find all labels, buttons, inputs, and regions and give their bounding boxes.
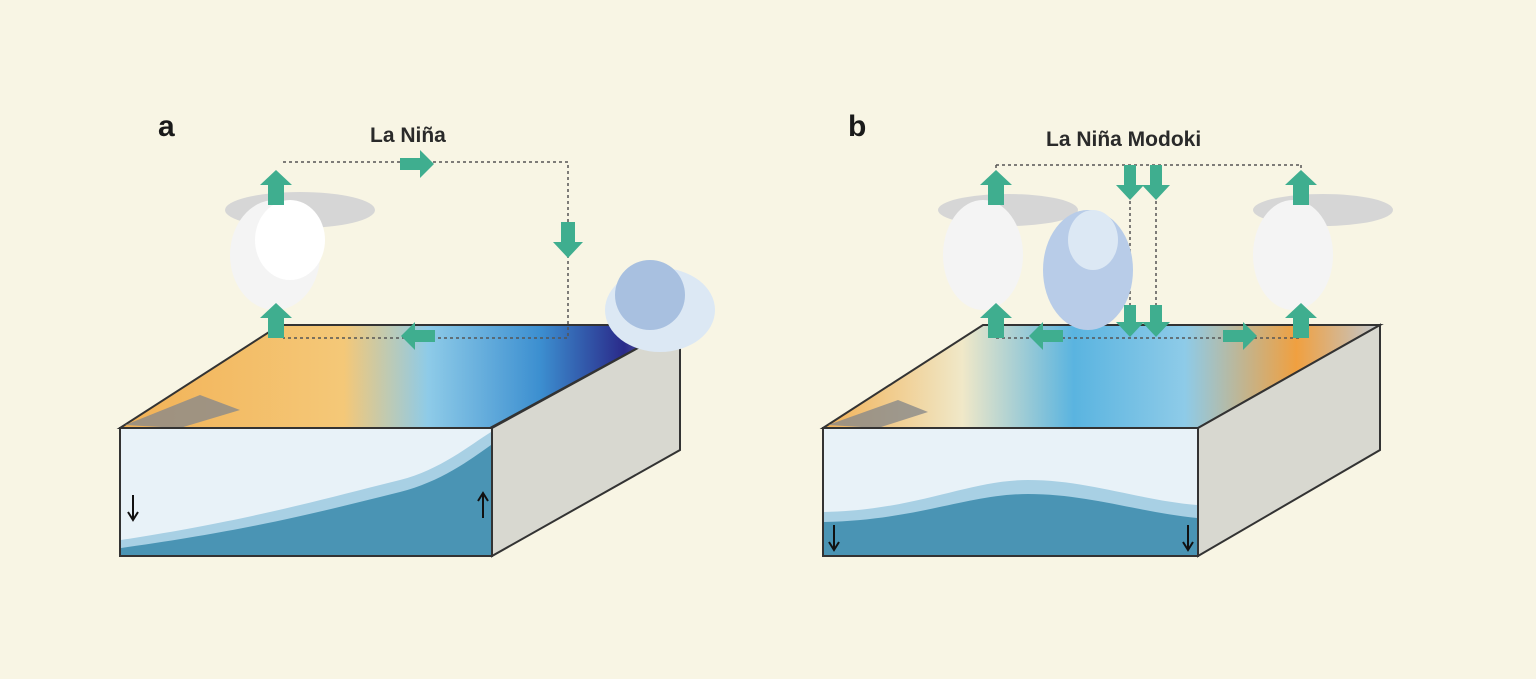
walker-cell-path [283,161,569,339]
panel-la-nina-modoki: b La Niña Modoki [768,0,1536,679]
arrow-up-icon [477,491,489,518]
panel-letter: b [848,110,867,143]
arrow-down-icon [127,495,139,522]
panel-title: La Niña Modoki [1046,128,1202,151]
convective-cloud-icon [225,192,375,310]
panel-letter: a [158,110,175,143]
wind-arrows [260,150,583,350]
cool-cloud-icon [605,260,715,352]
side-face [491,323,681,558]
panel-title: La Niña [370,124,446,147]
panel-la-nina: a La Niña [116,110,715,558]
la-nina-diagram [116,150,715,558]
la-nina-modoki-diagram [819,164,1393,558]
